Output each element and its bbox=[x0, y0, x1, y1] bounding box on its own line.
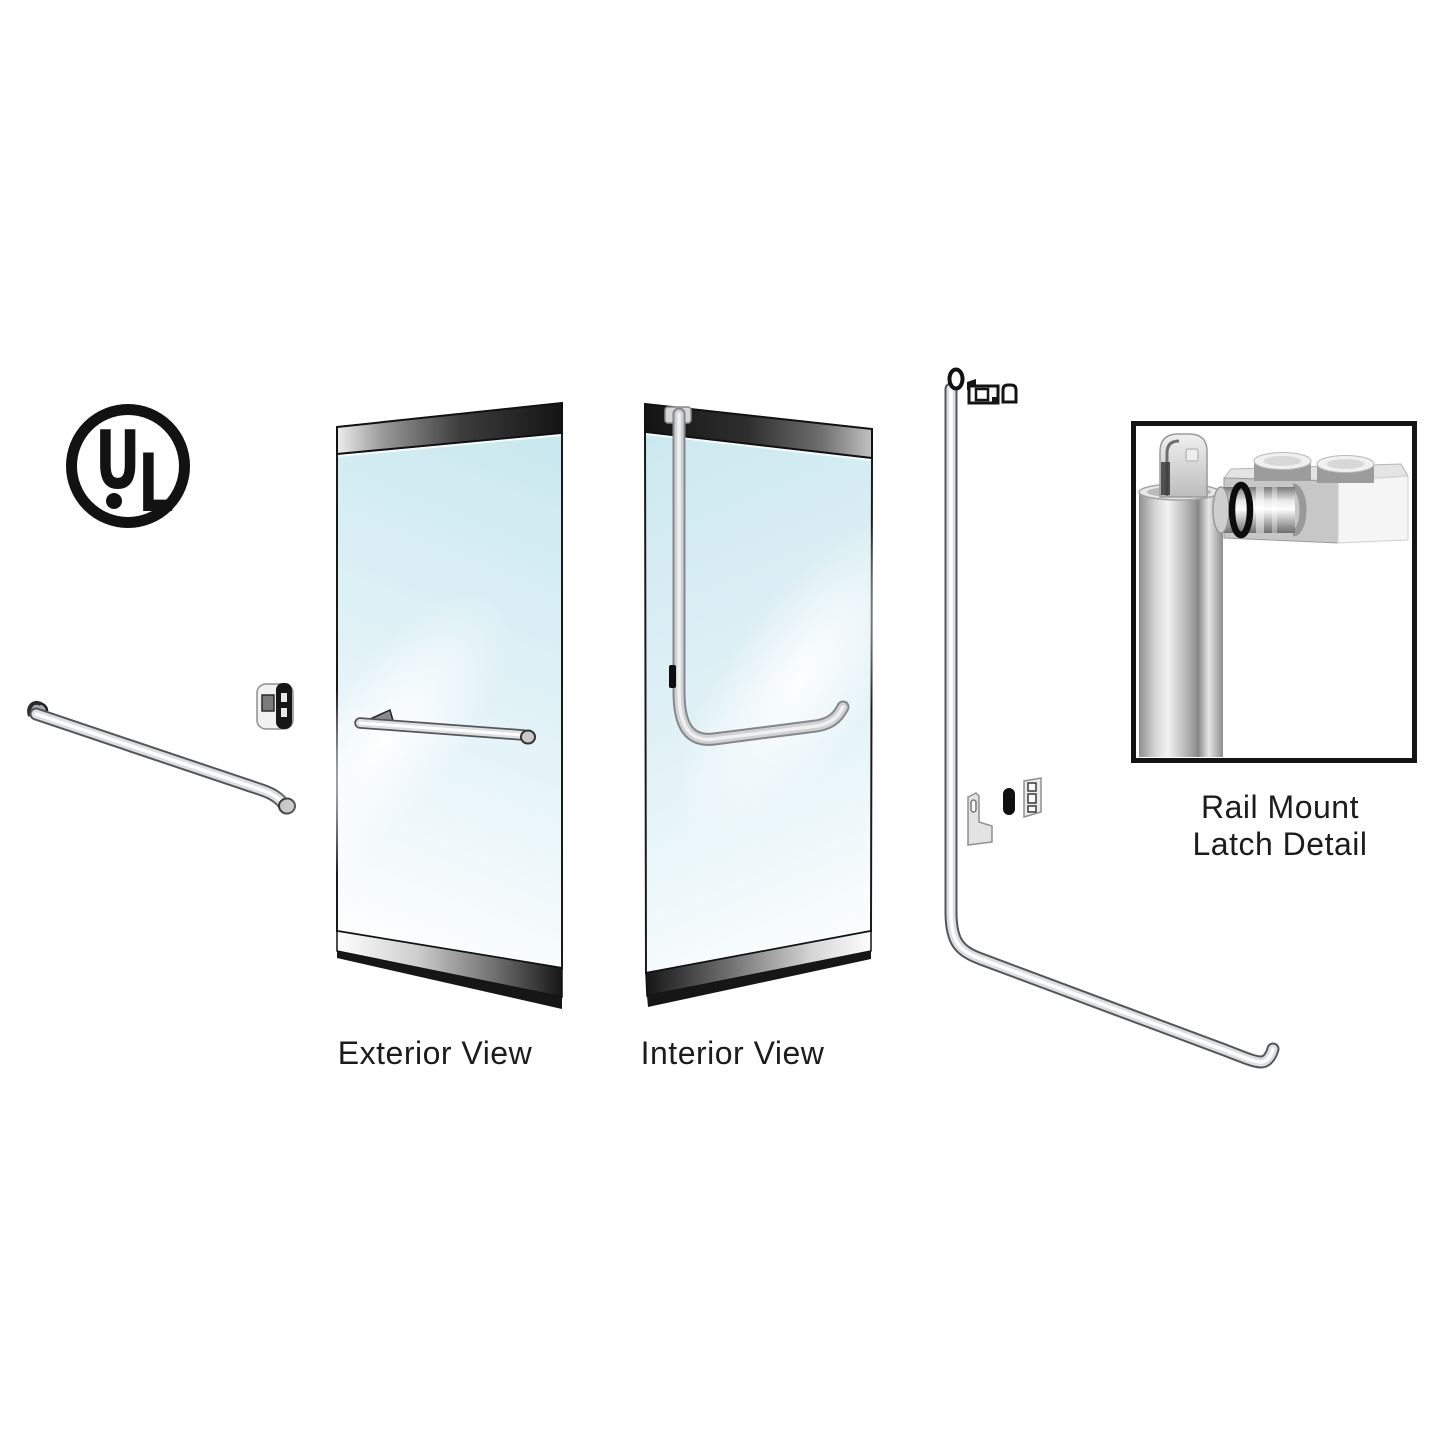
pivot-cap-inner-arc bbox=[1165, 439, 1180, 496]
latch-bolt-sheen-2 bbox=[1272, 487, 1277, 533]
latch-cylinder-boss-1 bbox=[1253, 452, 1312, 481]
boss1-recess bbox=[1263, 456, 1302, 466]
ul-logo-letter-l: L bbox=[138, 438, 174, 531]
latch-pill-part bbox=[1003, 788, 1015, 815]
rail-top-keeper bbox=[1001, 383, 1018, 404]
exterior-push-bar-part bbox=[27, 700, 296, 815]
fitting-corner bbox=[992, 397, 998, 403]
keeper-slot-bottom bbox=[281, 708, 287, 717]
interior-door bbox=[643, 402, 926, 1007]
latch-detail-caption-line2: Latch Detail bbox=[1192, 826, 1368, 862]
latch-cylinder-boss-2 bbox=[1316, 455, 1375, 483]
pivot-cap-shadow-leg bbox=[1161, 462, 1170, 495]
interior-glass-flare bbox=[674, 518, 926, 842]
latch-o-ring bbox=[1228, 481, 1254, 539]
strike-hole-2 bbox=[1027, 793, 1037, 804]
interior-panic-handle bbox=[664, 406, 843, 739]
latch-body-front-face bbox=[1337, 475, 1409, 544]
rail-mount-handle-assembly bbox=[947, 367, 1274, 1063]
inset-frame bbox=[1131, 421, 1417, 763]
inset-pivot-cap bbox=[1159, 433, 1208, 498]
exterior-top-rail-highlight bbox=[337, 434, 562, 457]
inset-latch-body bbox=[1212, 452, 1409, 544]
exterior-view-label: Exterior View bbox=[337, 1035, 533, 1071]
interior-door-bottom-strip bbox=[647, 951, 871, 1007]
keeper-keyway bbox=[261, 694, 275, 712]
latch-detail-inset bbox=[1131, 421, 1417, 763]
latch-keeper-part bbox=[256, 683, 294, 730]
interior-door-top-rail bbox=[644, 402, 873, 460]
exterior-door-top-rail bbox=[336, 401, 563, 456]
latch-bolt-sheen-1 bbox=[1256, 487, 1264, 533]
latch-bolt-shadow bbox=[1292, 483, 1307, 537]
exterior-glass-flare bbox=[261, 591, 509, 889]
strike-hole-3 bbox=[1027, 805, 1037, 813]
ul-logo-letter-u: U bbox=[95, 415, 140, 508]
inset-rail-rod bbox=[1197, 490, 1223, 757]
exterior-door-handle bbox=[357, 708, 536, 745]
boss2-recess bbox=[1326, 459, 1365, 469]
exterior-door bbox=[261, 401, 563, 1009]
rail-mid-bracket bbox=[967, 792, 993, 846]
interior-latch-indicator bbox=[669, 665, 676, 688]
rail-top-cap bbox=[947, 367, 965, 391]
exterior-handle-end-cap bbox=[520, 729, 536, 745]
bracket-slot bbox=[970, 799, 977, 813]
ul-certification-logo: U L bbox=[66, 404, 190, 531]
strike-plate-part bbox=[1023, 777, 1042, 819]
exterior-door-bottom-strip bbox=[337, 951, 562, 1009]
keeper-dark-face bbox=[276, 683, 292, 729]
ul-logo-dot bbox=[106, 493, 122, 509]
pivot-cap-boss bbox=[1185, 448, 1199, 462]
latch-detail-caption: Rail Mount Latch Detail bbox=[1140, 789, 1420, 863]
ul-logo-circle bbox=[66, 404, 190, 528]
keeper-slot-top bbox=[281, 693, 287, 702]
latch-bolt-face bbox=[1212, 486, 1230, 534]
inset-rail-tube bbox=[1139, 490, 1197, 757]
strike-hole-1 bbox=[1027, 782, 1037, 792]
latch-detail-caption-line1: Rail Mount bbox=[1201, 789, 1359, 825]
fitting-window bbox=[974, 387, 990, 402]
rail-top-latch-fitting bbox=[967, 379, 1000, 405]
interior-view-label: Interior View bbox=[640, 1035, 825, 1071]
